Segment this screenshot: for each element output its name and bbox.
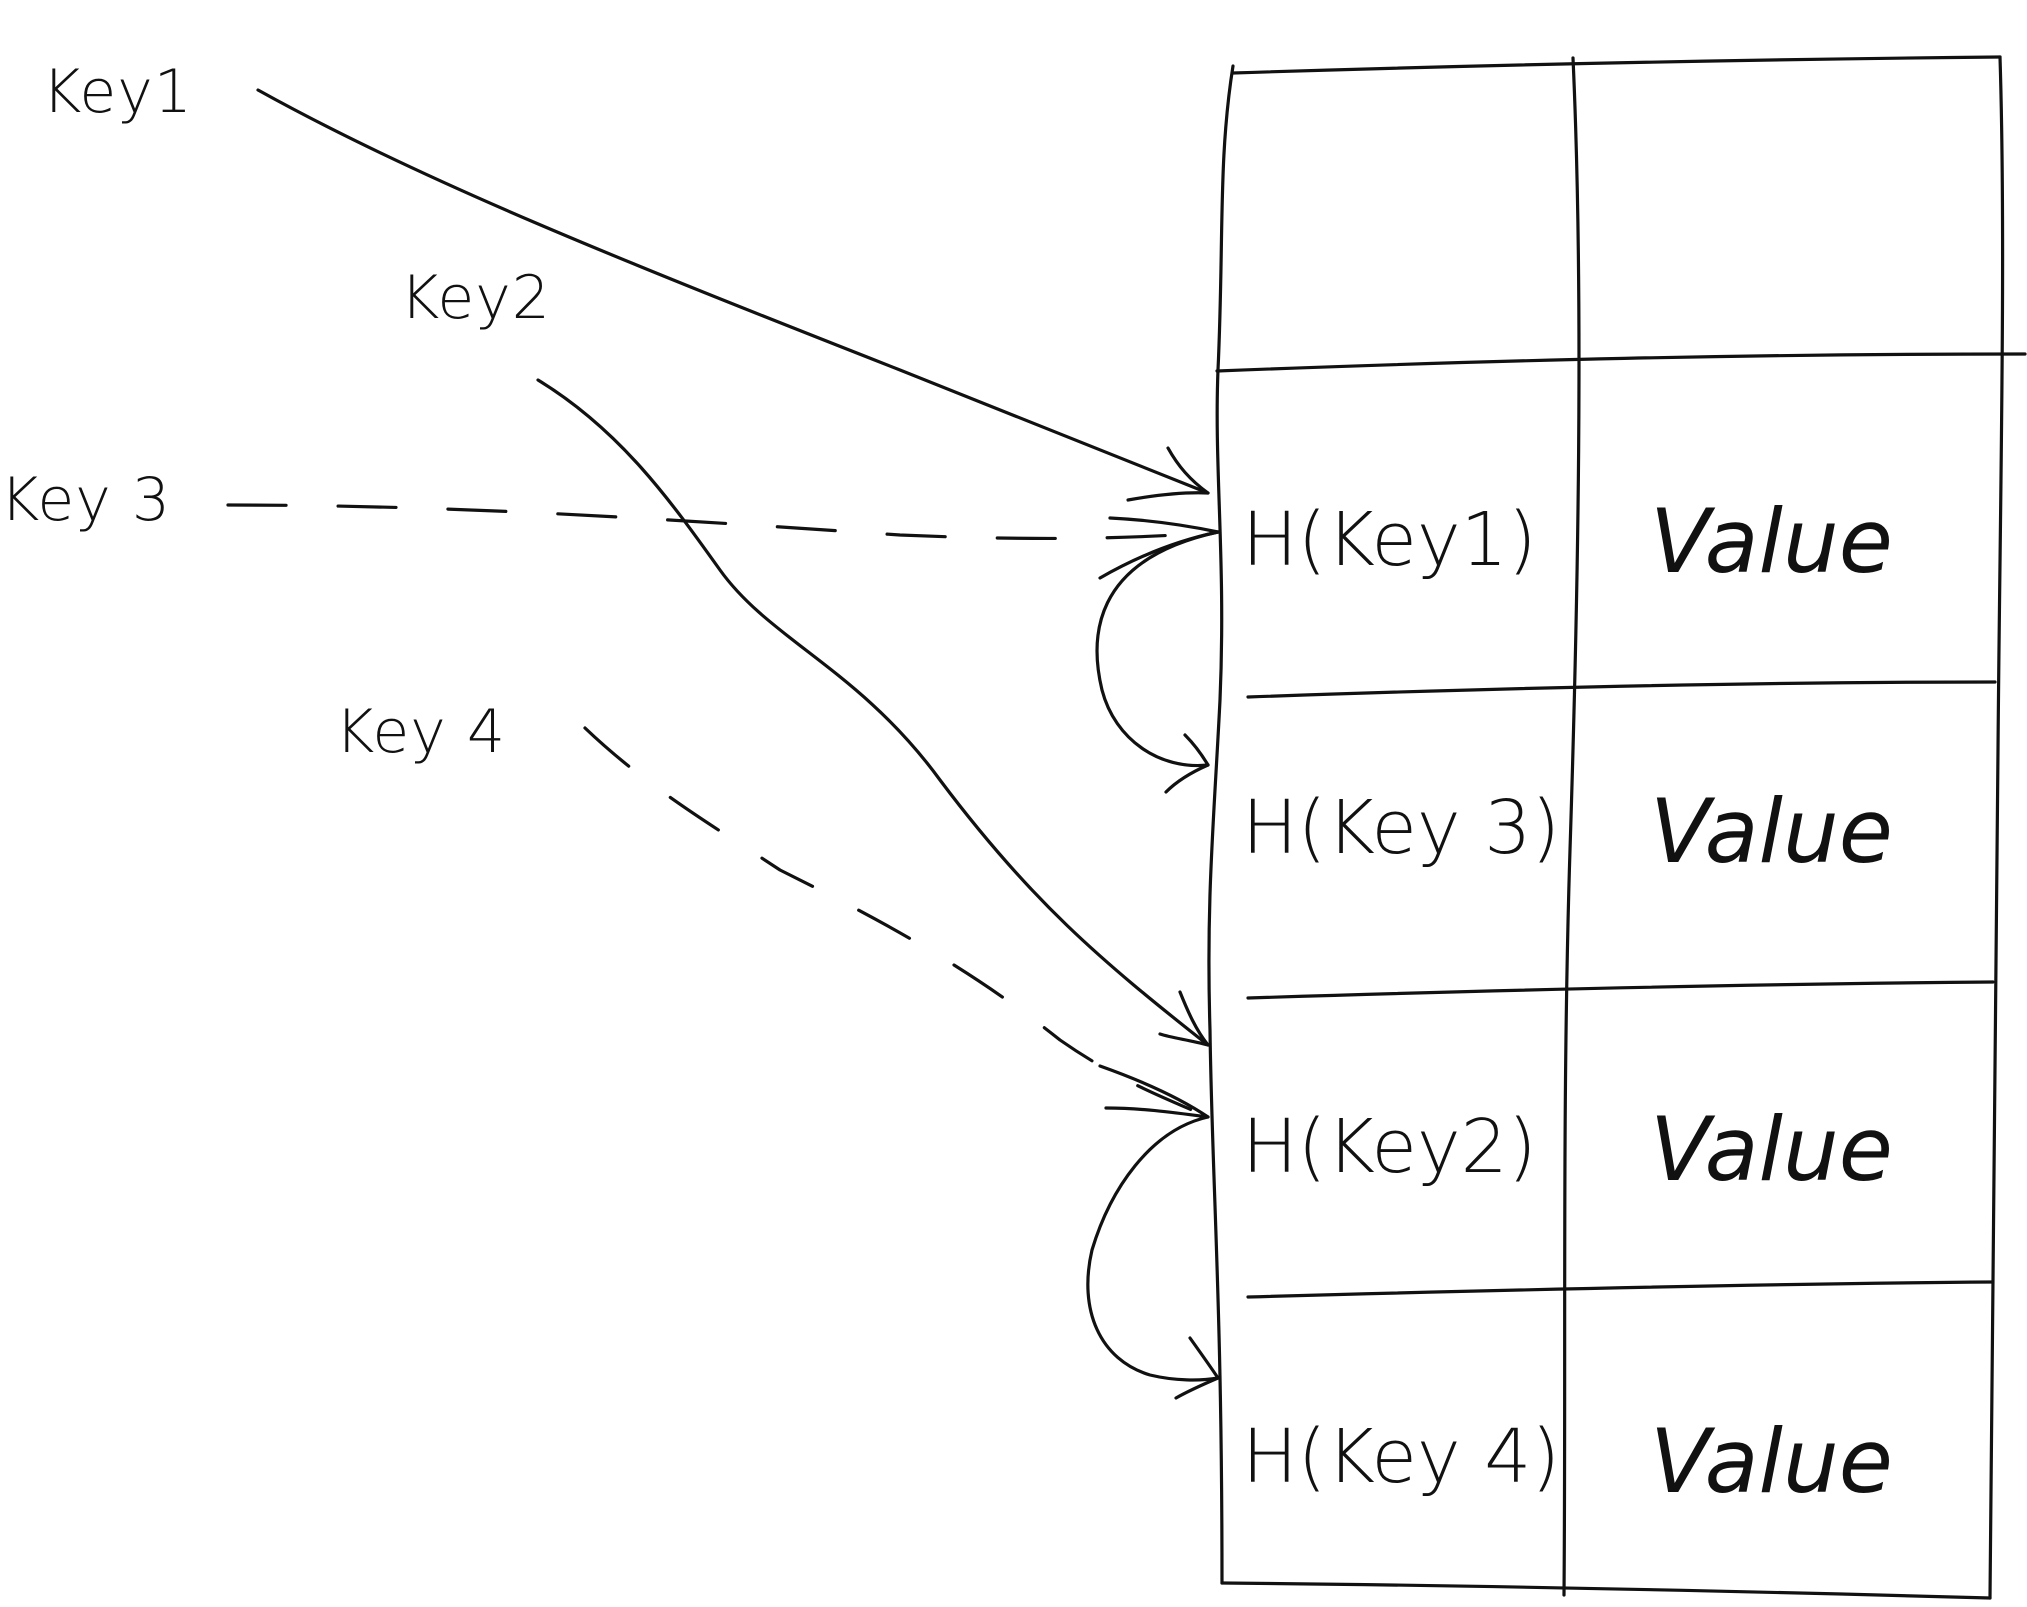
arrow-key1-head	[1126, 446, 1210, 502]
table-left-border	[1207, 64, 1235, 1585]
arrows	[226, 88, 1220, 1400]
column-divider	[1562, 56, 1581, 1597]
arrow-key3-head	[1098, 516, 1220, 580]
arrow-collision-2	[1086, 1115, 1220, 1382]
arrow-collision-1	[1095, 530, 1220, 768]
row-1-value: Value	[1650, 490, 1893, 593]
arrow-key2-head	[1158, 990, 1210, 1047]
table-right-border	[1988, 55, 2005, 1600]
row-4-value: Value	[1650, 1410, 1893, 1513]
table-bottom-border	[1220, 1581, 1992, 1600]
arrow-collision-2-head	[1174, 1336, 1220, 1400]
row-divider-3	[1246, 980, 1995, 1000]
arrow-key1-line	[256, 88, 1210, 495]
arrow-collision-1-head	[1164, 733, 1210, 794]
row-divider-1	[1215, 352, 2027, 373]
arrow-key2-line	[536, 378, 1210, 1047]
row-2-value: Value	[1650, 780, 1893, 883]
row-4-key: H(Key 4)	[1242, 1414, 1560, 1500]
row-divider-4	[1246, 1280, 1994, 1299]
key-label-2: Key2	[400, 263, 551, 333]
table-cells: H(Key1) Value H(Key 3) Value H(Key2) Val…	[1242, 490, 1893, 1513]
row-2-key: H(Key 3)	[1242, 785, 1560, 871]
row-3-value: Value	[1650, 1098, 1893, 1201]
row-divider-2	[1246, 680, 1997, 699]
key-label-3: Key 3	[0, 465, 171, 535]
table-top-border	[1231, 55, 2002, 75]
key-label-4: Key 4	[335, 697, 506, 767]
arrow-key3-line	[226, 503, 1220, 541]
key-label-1: Key1	[42, 57, 193, 127]
hash-table	[1207, 55, 2027, 1600]
arrow-key4-line	[583, 726, 1210, 1119]
key-labels: Key1 Key2 Key 3 Key 4	[0, 57, 551, 767]
row-1-key: H(Key1)	[1242, 497, 1537, 583]
row-3-key: H(Key2)	[1242, 1104, 1537, 1190]
